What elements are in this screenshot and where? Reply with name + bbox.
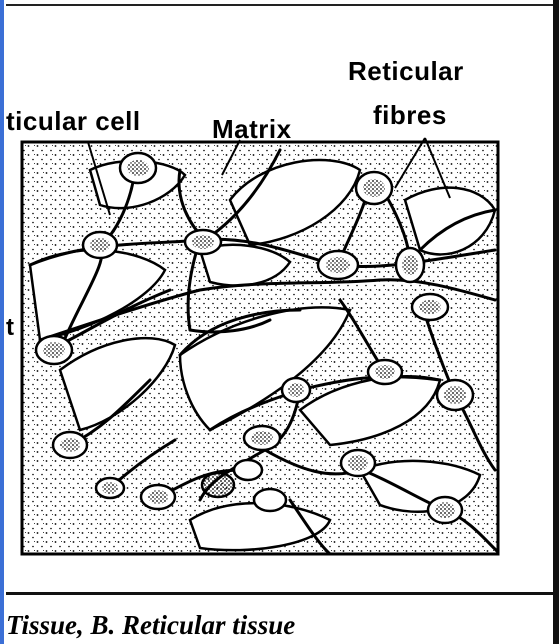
reticular-cell-nucleus — [90, 238, 110, 252]
fibre — [188, 318, 272, 334]
reticular-cell-nucleus — [43, 342, 65, 358]
reticular-cell-nucleus — [419, 300, 441, 314]
figure-caption: Tissue, B. Reticular tissue — [6, 610, 296, 640]
tissue-content — [28, 148, 498, 554]
leader-fibres-a — [394, 137, 426, 189]
fibre — [178, 308, 302, 357]
scan-edge-right — [553, 0, 559, 644]
reticular-cell-nucleus — [192, 235, 214, 249]
label-reticular-fibres-line1: Reticular — [348, 56, 464, 86]
fibre — [298, 375, 442, 392]
reticular-cell-nucleus — [148, 490, 168, 504]
reticular-cells — [34, 151, 475, 525]
reticular-cell-nucleus — [251, 431, 273, 445]
scan-edge-left — [0, 0, 4, 644]
label-reticular-cell: ticular cell — [6, 106, 141, 136]
leader-lines — [87, 137, 451, 216]
reticular-cell-nucleus — [127, 160, 149, 176]
reticular-cell-nucleus — [288, 383, 304, 397]
reticular-cell-nucleus — [363, 179, 385, 197]
reticular-cell-nucleus — [375, 365, 395, 379]
matrix-lobe — [188, 501, 332, 552]
label-matrix: Matrix — [212, 114, 292, 144]
reticular-cell-nucleus — [102, 482, 118, 494]
reticular-cell — [200, 471, 236, 499]
reticular-cell-nucleus — [444, 386, 466, 404]
label-reticular-fibres-line2: fibres — [373, 100, 447, 130]
reticular-cell — [252, 487, 288, 513]
leader-reticular-cell — [87, 141, 111, 216]
page-rule-top — [6, 4, 553, 6]
reticular-cell-nucleus — [435, 502, 455, 518]
page-rule-bottom — [6, 592, 553, 595]
reticular-cell-nucleus — [402, 255, 418, 275]
reticular-cell-nucleus — [60, 438, 80, 452]
fibre — [288, 498, 332, 554]
reticular-cell-nucleus — [348, 455, 368, 471]
fibre — [418, 208, 497, 252]
label-left-fragment: t — [6, 314, 15, 341]
matrix-lobe — [178, 306, 352, 432]
reticular-cell-nucleus — [326, 257, 350, 273]
leader-matrix — [221, 139, 241, 176]
reticular-cell — [232, 458, 264, 482]
leader-fibres-b — [424, 137, 451, 199]
